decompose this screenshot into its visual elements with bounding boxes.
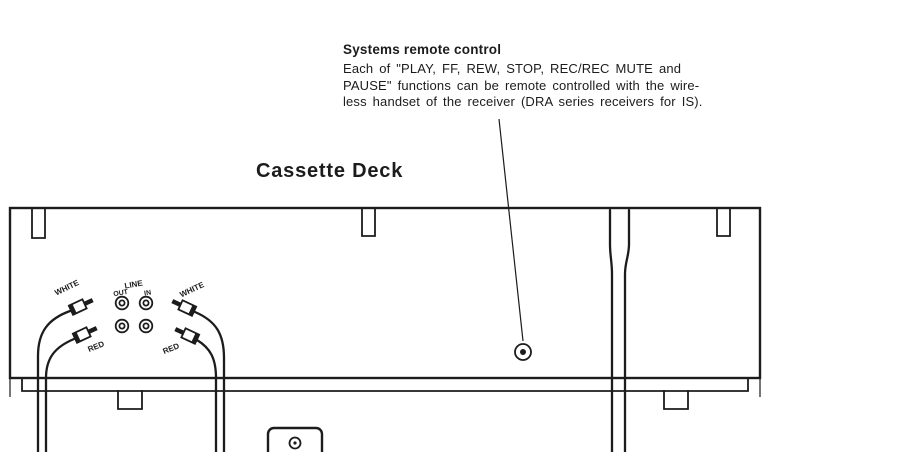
note-line-3: less handset of the receiver (DRA series… — [343, 94, 703, 109]
line-in-left-jack — [138, 295, 154, 311]
note-heading: Systems remote control — [343, 42, 502, 57]
cable-white-right — [193, 310, 226, 452]
cable-red-left — [44, 337, 76, 452]
deck-base — [21, 377, 749, 392]
rca-plug-white-right — [171, 299, 198, 317]
vent-tab-3 — [716, 208, 731, 237]
rca-plug-white-left — [67, 298, 94, 316]
power-cable-left-edge — [608, 208, 614, 452]
white-right-label: WHITE — [178, 280, 206, 299]
remote-control-jack — [514, 343, 532, 361]
cable-red-right — [195, 338, 218, 452]
red-left-label: RED — [87, 339, 106, 354]
deck-outline — [8, 206, 762, 380]
white-left-label: WHITE — [53, 278, 81, 298]
remote-jack-outer-ring — [514, 343, 532, 361]
in-label: IN — [144, 289, 152, 297]
remote-control-note: Systems remote control Each of "PLAY, FF… — [343, 42, 763, 111]
deck-foot-right — [663, 390, 689, 410]
out-label: OUT — [113, 289, 129, 299]
line-label: LINE — [124, 278, 144, 290]
line-in-right-jack — [138, 318, 154, 334]
remote-jack-center — [520, 349, 526, 355]
vent-tab-1 — [31, 208, 46, 239]
deck-side-stubs — [9, 378, 761, 397]
ac-plug-hole — [288, 436, 302, 450]
red-right-label: RED — [162, 341, 181, 356]
callout-line — [498, 118, 524, 342]
note-line-1: Each of "PLAY, FF, REW, STOP, REC/REC MU… — [343, 61, 682, 76]
rca-plug-red-left — [71, 326, 98, 344]
line-out-left-jack — [114, 295, 130, 311]
cable-white-left — [36, 309, 72, 452]
note-line-2: PAUSE" functions can be remote controlle… — [343, 77, 700, 93]
vent-tab-2 — [361, 208, 376, 237]
line-jack-cluster: LINE OUT IN — [113, 278, 154, 334]
diagram-title: Cassette Deck — [256, 160, 404, 182]
line-out-right-jack — [114, 318, 130, 334]
rca-plug-red-right — [174, 327, 201, 345]
deck-foot-left — [117, 390, 143, 410]
power-cable-right-edge — [623, 208, 631, 452]
ac-plug — [266, 426, 324, 452]
